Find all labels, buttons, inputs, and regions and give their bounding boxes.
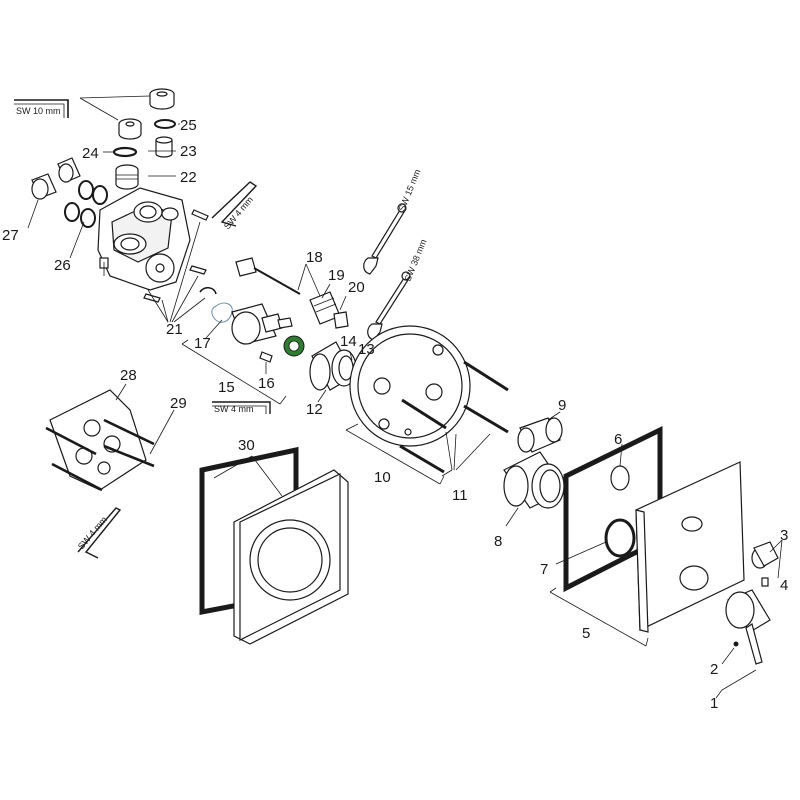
callout-30: 30: [238, 437, 255, 454]
sw38-label: SW 38 mm: [403, 238, 429, 283]
callout-5: 5: [582, 625, 590, 642]
callout-14: 14: [340, 333, 357, 350]
callout-12: 12: [306, 401, 323, 418]
seal-frame-7: [555, 425, 663, 593]
callout-11: 11: [452, 487, 468, 504]
callout-10: 10: [374, 469, 391, 486]
callout-29: 29: [170, 395, 187, 412]
callout-13: 13: [358, 341, 375, 358]
callout-17: 17: [194, 335, 211, 352]
sw10-label: SW 10 mm: [16, 106, 61, 116]
callout-22: 22: [180, 169, 197, 186]
callout-21: 21: [166, 321, 183, 338]
callout-23: 23: [180, 143, 197, 160]
callout-28: 28: [120, 367, 137, 384]
cartridge-assembly: [181, 302, 305, 405]
callout-16: 16: [258, 375, 275, 392]
hex-key-sw4-upper: SW 4 mm: [211, 181, 258, 232]
callout-labels: 1 2 3 4 5 6 7 8 9 10 11 12 13 14 15 16 1…: [2, 117, 788, 712]
spanners: SW 15 mm SW 38 mm: [363, 168, 429, 341]
callout-2: 2: [710, 661, 718, 678]
rod-and-cartridge-19: [235, 257, 349, 329]
round-plate-10: [345, 325, 471, 485]
callout-9: 9: [558, 397, 566, 414]
sw15-label: SW 15 mm: [397, 168, 423, 213]
callout-3: 3: [780, 527, 788, 544]
hex-key-sw10: SW 10 mm: [14, 95, 151, 121]
back-plate-28: [45, 383, 175, 492]
screws-21: [143, 209, 217, 323]
square-frame-30: [199, 446, 349, 645]
callout-19: 19: [328, 267, 345, 284]
callout-1: 1: [710, 695, 718, 712]
callout-26: 26: [54, 257, 71, 274]
callout-8: 8: [494, 533, 502, 550]
top-fittings: [103, 88, 180, 190]
sw4-middle-label: SW 4 mm: [214, 404, 254, 414]
cover-plate-5: [549, 461, 745, 647]
callout-7: 7: [540, 561, 548, 578]
callout-20: 20: [348, 279, 365, 296]
callout-6: 6: [614, 431, 622, 448]
callout-18: 18: [306, 249, 323, 266]
callout-15: 15: [218, 379, 235, 396]
handle-parts: [715, 539, 783, 699]
hex-key-sw4-lower: SW 4 mm: [76, 507, 122, 559]
valve-body: [97, 187, 191, 291]
hex-key-sw4-middle: SW 4 mm: [212, 401, 271, 414]
callout-24: 24: [82, 145, 99, 162]
long-screws-11: [399, 360, 509, 477]
callout-27: 27: [2, 227, 19, 244]
sw4-upper-label: SW 4 mm: [222, 195, 255, 232]
sleeve-12: [309, 341, 357, 403]
sw4-lower-label: SW 4 mm: [76, 515, 109, 552]
sleeves-8-9: [503, 411, 567, 527]
callout-25: 25: [180, 117, 197, 134]
callout-4: 4: [780, 577, 788, 594]
caps-and-rings: [27, 157, 108, 259]
